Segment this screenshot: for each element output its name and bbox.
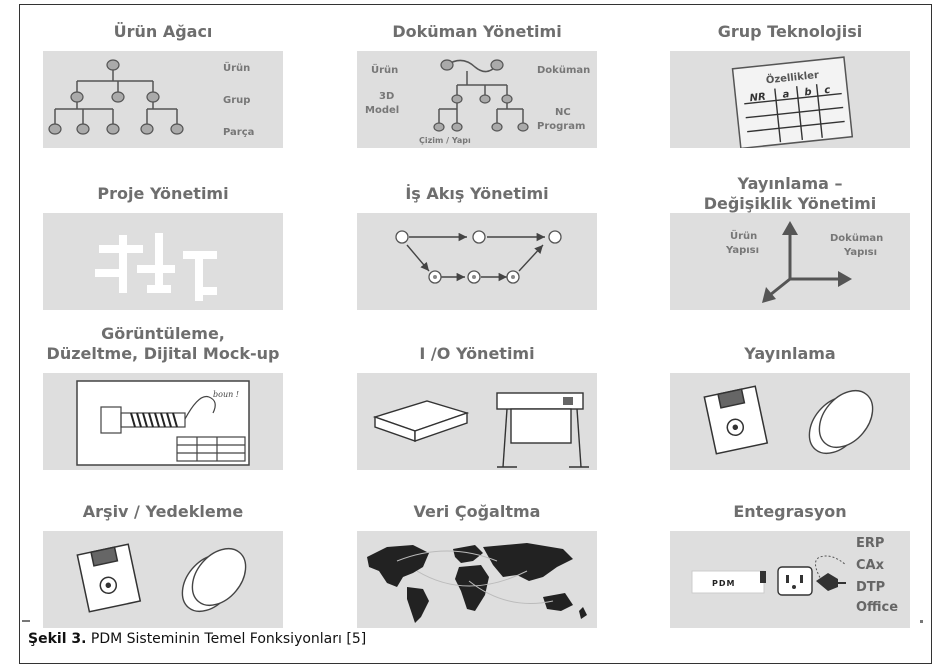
- label-parca: Parça: [223, 127, 254, 138]
- caption-text: PDM Sisteminin Temel Fonksiyonları [5]: [86, 631, 367, 647]
- label-erp: ERP: [856, 536, 884, 551]
- gantt-pieces-icon: [95, 233, 217, 301]
- project-mgmt-panel: [43, 213, 283, 310]
- cell-title: Doküman Yönetimi: [392, 22, 562, 41]
- cell-title: Grup Teknolojisi: [717, 22, 863, 41]
- workflow-panel: [357, 213, 597, 310]
- label-urun: Ürün: [730, 228, 757, 242]
- label-dtp: DTP: [856, 580, 885, 595]
- cell-title: I /O Yönetimi: [419, 344, 535, 363]
- label-pdm: PDM: [712, 579, 735, 588]
- cell-title: Proje Yönetimi: [97, 184, 229, 203]
- divider-mark-left: [22, 620, 30, 622]
- drawing-sheet-diagram: boun !: [76, 380, 250, 466]
- label-boun: boun !: [213, 390, 239, 399]
- label-program: Program: [537, 121, 585, 132]
- label-office: Office: [856, 600, 898, 615]
- publishing-panel: [670, 373, 910, 470]
- scanner-plotter-icon: [372, 392, 589, 468]
- product-tree-panel: Ürün Grup Parça: [43, 51, 283, 148]
- cell-title-line2: Düzeltme, Dijital Mock-up: [46, 344, 280, 363]
- cell-title: Entegrasyon: [733, 502, 847, 521]
- divider-mark-right: [920, 620, 923, 623]
- io-panel: [357, 373, 597, 470]
- label-yapisi-2: Yapısı: [843, 247, 877, 258]
- integration-panel: PDM ERP CAx DTP Office: [670, 531, 910, 628]
- document-mgmt-panel: Ürün Doküman 3D Model NC Program Çizim /…: [357, 51, 597, 148]
- group-tech-panel: Özellikler NR a b c: [670, 51, 910, 148]
- caption-label: Şekil 3.: [28, 631, 87, 647]
- cell-title: Veri Çoğaltma: [413, 502, 541, 521]
- cell-title: İş Akış Yönetimi: [405, 184, 549, 203]
- label-dokuman: Doküman: [830, 233, 883, 244]
- label-3d: 3D: [379, 91, 394, 102]
- property-table-diagram: Özellikler NR a b c: [731, 56, 854, 148]
- label-nr: NR: [749, 92, 766, 105]
- label-grup: Grup: [223, 95, 250, 106]
- label-nc: NC: [555, 107, 571, 118]
- axes-diagram: Ürün Yapısı Doküman Yapısı: [725, 221, 883, 303]
- label-model: Model: [365, 105, 399, 116]
- label-c: c: [824, 85, 831, 97]
- plug-socket-diagram: PDM ERP CAx DTP Office: [691, 536, 898, 615]
- cell-title-line1: Görüntüleme,: [101, 324, 225, 343]
- document-tree-diagram: Ürün Doküman 3D Model NC Program Çizim /…: [365, 59, 590, 145]
- product-tree-diagram: Ürün Grup Parça: [48, 59, 254, 138]
- cell-title-line1: Yayınlama –: [737, 174, 843, 193]
- floppy-cd-icon: [76, 543, 247, 613]
- cell-title: Yayınlama: [744, 344, 836, 363]
- change-mgmt-panel: Ürün Yapısı Doküman Yapısı: [670, 213, 910, 310]
- workflow-diagram: [395, 230, 562, 284]
- archive-panel: [43, 531, 283, 628]
- world-map-icon: [367, 543, 587, 623]
- floppy-cd-icon: [703, 385, 874, 455]
- cell-title-line2: Değişiklik Yönetimi: [703, 194, 877, 213]
- mockup-panel: boun !: [43, 373, 283, 470]
- figure-caption: Şekil 3. PDM Sisteminin Temel Fonksiyonl…: [28, 631, 366, 647]
- label-cizim-yapi: Çizim / Yapı: [419, 136, 471, 145]
- label-a: a: [782, 89, 790, 101]
- figure-frame: Ürün Ağacı Ürün: [19, 4, 932, 664]
- label-urun: Ürün: [223, 60, 250, 74]
- label-urun: Ürün: [371, 62, 398, 76]
- label-yapisi-1: Yapısı: [725, 245, 759, 256]
- replication-panel: [357, 531, 597, 628]
- cell-title: Arşiv / Yedekleme: [82, 502, 244, 521]
- cell-title: Ürün Ağacı: [113, 22, 213, 41]
- label-b: b: [804, 87, 812, 99]
- label-dokuman: Doküman: [537, 65, 590, 76]
- label-cax: CAx: [856, 558, 885, 573]
